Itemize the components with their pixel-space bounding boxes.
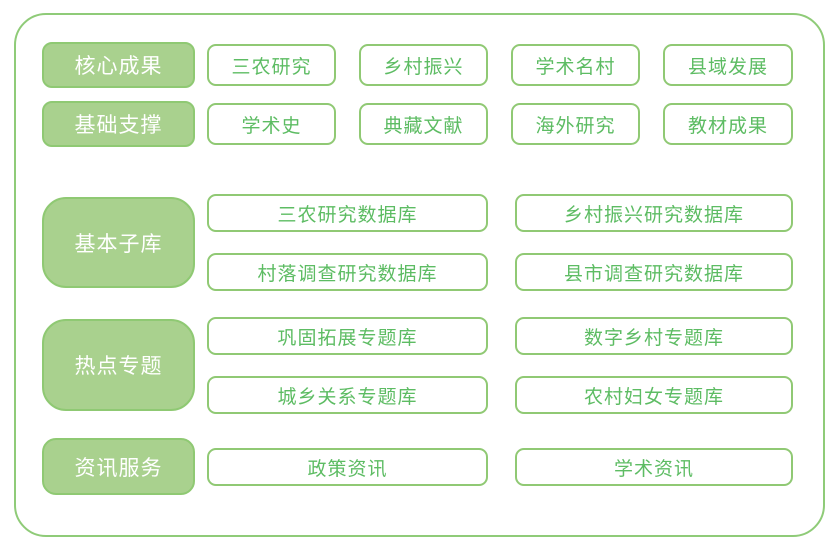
nav-button-policy-news[interactable]: 政策资讯 — [207, 448, 488, 486]
category-label-basic-sublibraries: 基本子库 — [42, 197, 195, 288]
nav-button-urban-rural-relations-topic-library[interactable]: 城乡关系专题库 — [207, 376, 488, 414]
nav-button-rural-revitalization[interactable]: 乡村振兴 — [359, 44, 488, 86]
category-label-basic-support: 基础支撑 — [42, 101, 195, 147]
nav-button-sannong-research[interactable]: 三农研究 — [207, 44, 336, 86]
nav-button-village-survey-research-database[interactable]: 村落调查研究数据库 — [207, 253, 488, 291]
nav-button-digital-village-topic-library[interactable]: 数字乡村专题库 — [515, 317, 793, 355]
nav-button-academic-history[interactable]: 学术史 — [207, 103, 336, 145]
outer-frame — [14, 13, 825, 537]
nav-button-rural-revitalization-research-database[interactable]: 乡村振兴研究数据库 — [515, 194, 793, 232]
nav-button-sannong-research-database[interactable]: 三农研究数据库 — [207, 194, 488, 232]
nav-button-textbook-results[interactable]: 教材成果 — [663, 103, 793, 145]
nav-button-consolidation-expansion-topic-library[interactable]: 巩固拓展专题库 — [207, 317, 488, 355]
nav-button-rural-women-topic-library[interactable]: 农村妇女专题库 — [515, 376, 793, 414]
nav-button-academic-news[interactable]: 学术资讯 — [515, 448, 793, 486]
nav-button-academic-villages[interactable]: 学术名村 — [511, 44, 640, 86]
category-label-hot-topics: 热点专题 — [42, 319, 195, 411]
nav-button-county-development[interactable]: 县域发展 — [663, 44, 793, 86]
category-label-news-services: 资讯服务 — [42, 438, 195, 495]
nav-button-classic-literature[interactable]: 典藏文献 — [359, 103, 488, 145]
nav-button-overseas-research[interactable]: 海外研究 — [511, 103, 640, 145]
nav-button-county-city-survey-research-database[interactable]: 县市调查研究数据库 — [515, 253, 793, 291]
category-label-core-results: 核心成果 — [42, 42, 195, 88]
